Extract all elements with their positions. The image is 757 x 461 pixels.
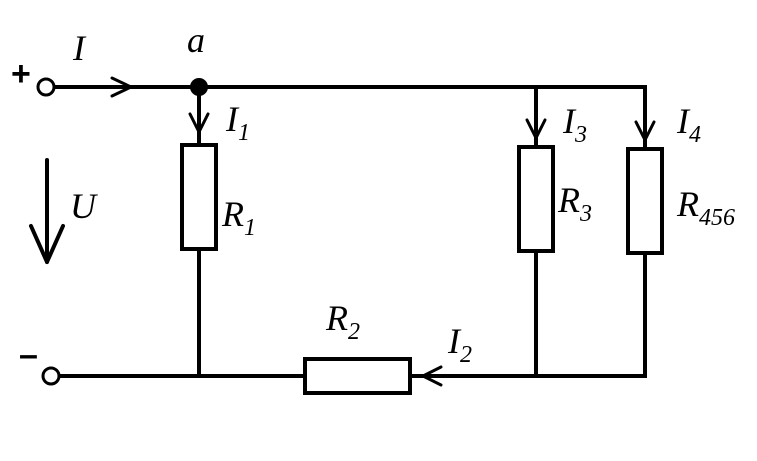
label-resistor-r2: R2 — [325, 298, 360, 345]
label-resistor-r2-sub: 2 — [348, 319, 360, 345]
label-resistor-r2-main: R — [325, 298, 348, 338]
label-current-i-main: I — [72, 28, 87, 68]
arrow-i1-icon — [188, 112, 210, 134]
label-current-i4-main: I — [676, 101, 691, 141]
label-current-i1-sub: 1 — [238, 120, 250, 146]
terminal-positive-icon — [36, 77, 56, 97]
label-current-i3-main: I — [562, 101, 577, 141]
label-voltage-u-main: U — [70, 186, 98, 226]
node-a-label: a — [187, 20, 205, 60]
label-voltage-u: U — [70, 186, 98, 226]
label-current-i1-main: I — [225, 99, 240, 139]
arrow-i4-icon — [634, 120, 656, 142]
label-resistor-r1-main: R — [221, 194, 244, 234]
label-current-i4-sub: 4 — [689, 122, 701, 148]
arrow-i2-icon — [421, 365, 443, 387]
resistor-r1 — [180, 143, 218, 251]
label-resistor-r1: R1 — [221, 194, 256, 241]
terminal-positive-sign: + — [11, 55, 31, 93]
label-resistor-r3-main: R — [557, 180, 580, 220]
arrow-i3-icon — [525, 118, 547, 140]
label-current-i3: I3 — [562, 101, 587, 148]
label-current-i2: I2 — [447, 321, 472, 368]
terminal-negative-icon — [41, 366, 61, 386]
label-current-i: I — [72, 28, 87, 68]
resistor-r456 — [626, 147, 664, 255]
label-current-i1: I1 — [225, 99, 250, 146]
label-resistor-r1-sub: 1 — [244, 215, 256, 241]
label-current-i2-main: I — [447, 321, 462, 361]
arrow-i-icon — [110, 76, 133, 98]
node-a-dot — [190, 78, 208, 96]
label-resistor-r456-main: R — [676, 184, 699, 224]
terminal-negative-sign: – — [19, 336, 38, 374]
label-current-i3-sub: 3 — [574, 122, 587, 148]
label-current-i2-sub: 2 — [460, 342, 472, 368]
resistor-r3 — [517, 145, 555, 253]
label-current-i4: I4 — [676, 101, 701, 148]
voltage-arrow-icon — [29, 224, 65, 264]
label-resistor-r456: R456 — [676, 184, 735, 231]
label-resistor-r3-sub: 3 — [579, 201, 592, 227]
resistor-r2 — [303, 357, 412, 395]
label-resistor-r456-sub: 456 — [699, 205, 735, 231]
label-resistor-r3: R3 — [557, 180, 592, 227]
